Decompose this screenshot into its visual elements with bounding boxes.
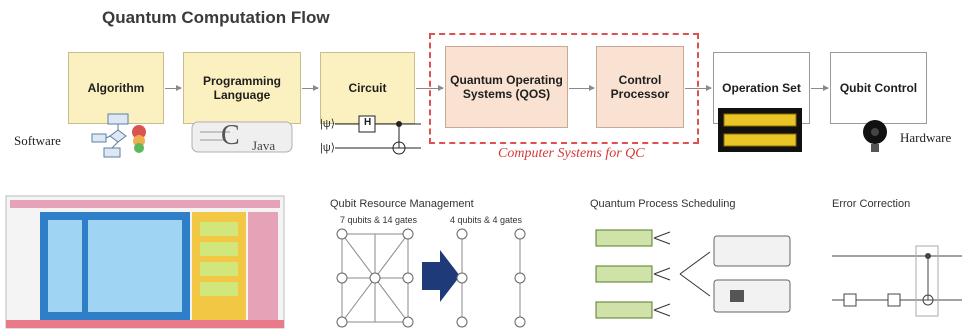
resource-left-caption: 7 qubits & 14 gates <box>340 215 418 225</box>
circuit-qubit-0-label: |ψ⟩ <box>320 118 335 130</box>
circuit-box: Circuit <box>320 52 415 124</box>
arrow-2 <box>302 85 319 91</box>
gate-label: H <box>364 117 372 128</box>
java-label: Java <box>252 138 276 153</box>
circuit-qubit-1-label: |ψ⟩ <box>320 142 335 154</box>
arrow-4 <box>569 85 595 91</box>
qubit-control-device-icon <box>863 120 887 152</box>
hardware-label: Hardware <box>900 130 952 145</box>
resource-right-caption: 4 qubits & 4 gates <box>450 215 523 225</box>
algorithm-label: Algorithm <box>87 80 145 95</box>
circuit-label: Circuit <box>348 80 387 95</box>
error-correction-title: Error Correction <box>832 198 911 210</box>
software-label: Software <box>14 133 61 148</box>
computer-systems-group <box>429 33 699 144</box>
qubit-control-box: Qubit Control <box>830 52 927 124</box>
error-correction-circuit <box>832 245 962 317</box>
process-scheduling-diagram <box>595 229 791 319</box>
algorithm-flow-icon <box>91 113 146 158</box>
code-window-icon <box>191 121 293 153</box>
control-processor-label: Control Processor <box>610 72 670 101</box>
qos-box: Quantum Operating Systems (QOS) <box>445 46 568 128</box>
operation-set-chip-icon <box>718 108 802 152</box>
c-language-icon: C <box>221 120 240 151</box>
computer-systems-label: Computer Systems for QC <box>498 146 645 161</box>
circuit-diagram-icon <box>335 115 421 155</box>
programming-language-label: Programming Language <box>202 73 281 102</box>
qubit-control-label: Qubit Control <box>839 80 918 95</box>
process-scheduling-title: Quantum Process Scheduling <box>590 198 736 210</box>
arrow-6 <box>811 85 829 91</box>
operation-set-label: Operation Set <box>722 80 801 95</box>
qos-label: Quantum Operating Systems (QOS) <box>450 72 563 101</box>
arrow-1 <box>165 85 182 91</box>
algorithm-box: Algorithm <box>68 52 164 124</box>
diagram-title: Quantum Computation Flow <box>102 8 330 27</box>
control-processor-box: Control Processor <box>596 46 684 128</box>
resource-management-title: Qubit Resource Management <box>330 198 474 210</box>
qos-architecture-thumbnail <box>5 195 285 329</box>
resource-graph-diagram <box>336 228 526 328</box>
programming-language-box: Programming Language <box>183 52 301 124</box>
